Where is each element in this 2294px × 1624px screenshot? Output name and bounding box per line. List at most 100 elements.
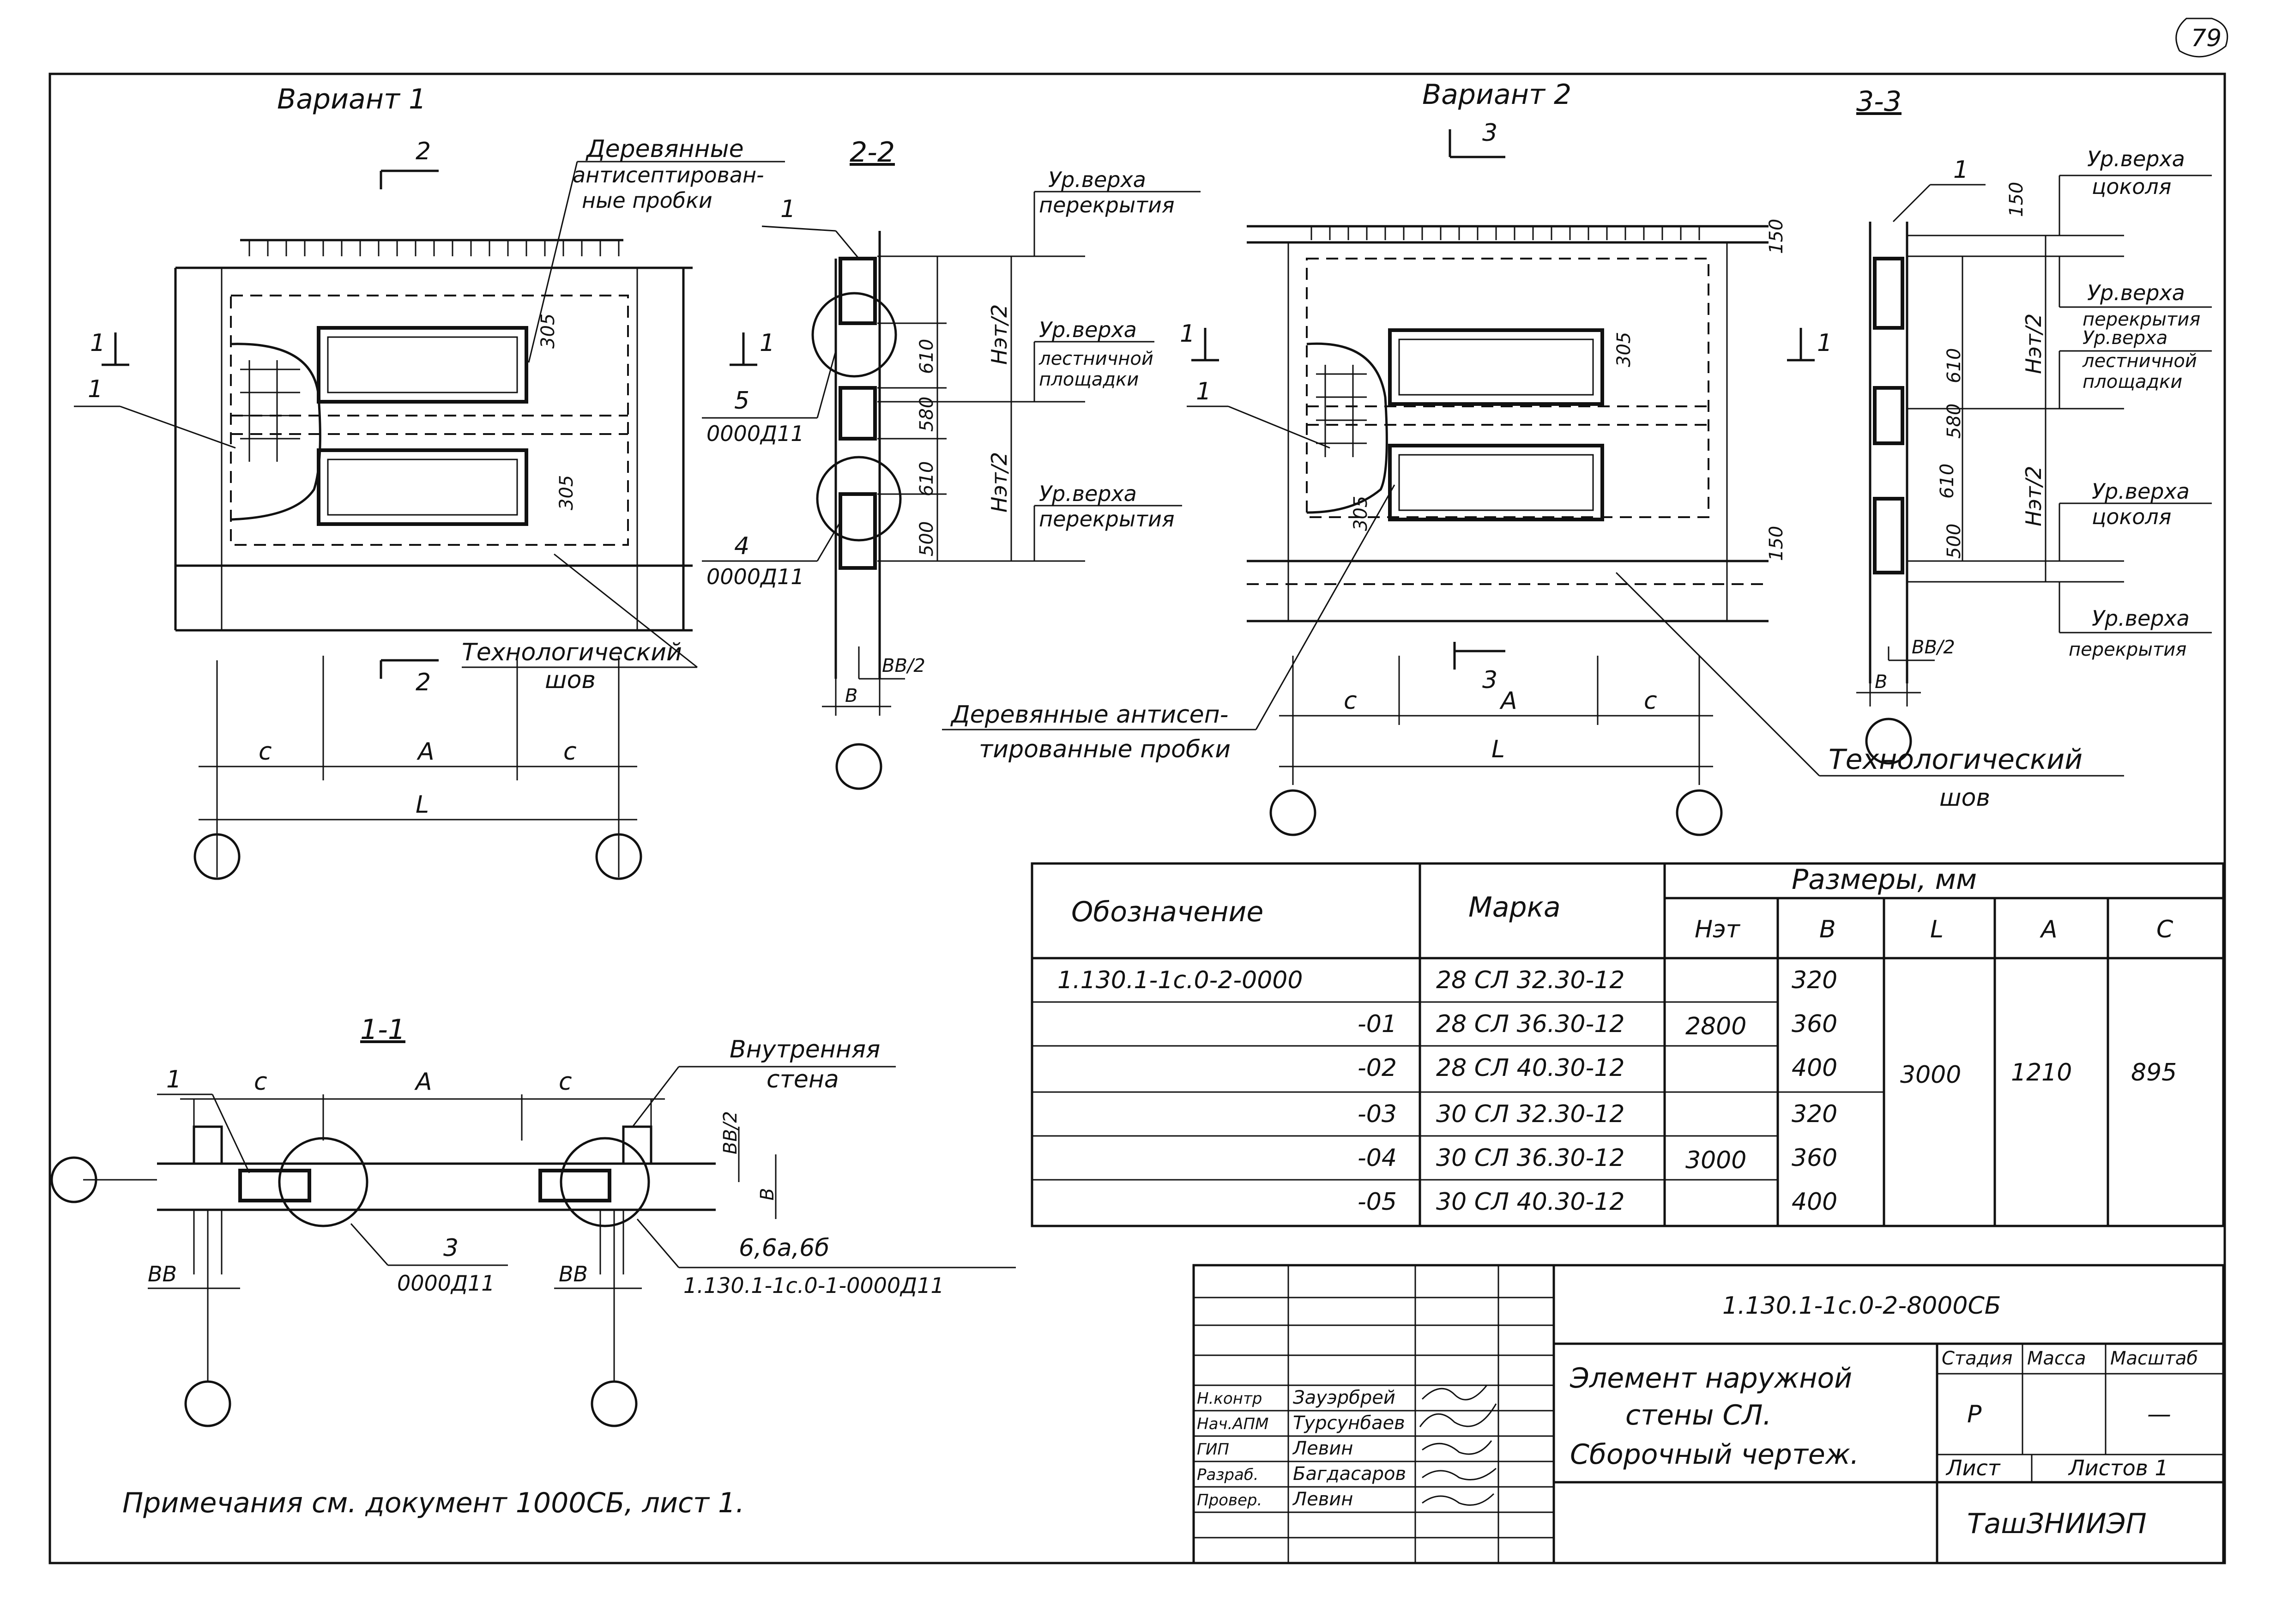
- signer4-role: Провер.: [1197, 1491, 1262, 1509]
- drawing-note: Примечания см. документ 1000СБ, лист 1.: [122, 1487, 744, 1519]
- variant2-dim-305a: 305: [1613, 332, 1635, 367]
- variant1-dim-L: L: [416, 791, 429, 819]
- variant1-pos-1: 1: [88, 375, 103, 403]
- th-h: Нэт: [1695, 916, 1741, 943]
- variant1-cut-1-right: 1: [760, 329, 775, 357]
- row1-b: 360: [1792, 1010, 1837, 1038]
- row0-mark: 28 СЛ 32.30-12: [1436, 966, 1624, 994]
- section33-pos-1: 1: [1953, 156, 1968, 184]
- variant2-dim-c1: c: [1344, 687, 1357, 715]
- section11-dim-BB2: BB/2: [720, 1111, 741, 1154]
- spec-table: Обозначение Марка Размеры, мм Нэт B L A …: [1031, 862, 2225, 1227]
- title-line-3: Сборочный чертеж.: [1570, 1438, 1859, 1471]
- signer3-name: Багдасаров: [1293, 1463, 1406, 1485]
- signature-2: [1422, 1440, 1492, 1455]
- row2-designation: -02: [1358, 1054, 1397, 1082]
- section11-node3-ref: 0000Д11: [397, 1271, 495, 1296]
- th-b: B: [1819, 916, 1836, 943]
- signature-4: [1422, 1493, 1495, 1506]
- section22-lvl2-b: лестничной: [1038, 348, 1153, 369]
- signer0-name: Зауэрбрей: [1293, 1387, 1395, 1408]
- section11-node3: 3: [443, 1234, 459, 1262]
- row5-mark: 30 СЛ 40.30-12: [1436, 1188, 1624, 1216]
- section33-dim-h2b: Нэт/2: [2021, 466, 2046, 526]
- variant2-cut-3-top: 3: [1482, 119, 1497, 147]
- row4-b: 360: [1792, 1144, 1837, 1172]
- variant1-wood-plugs-2: антисептирован-: [573, 163, 764, 187]
- variant2-cut-3-bottom: 3: [1482, 666, 1497, 694]
- signer1-role: Нач.АПМ: [1197, 1415, 1268, 1433]
- section11-inner-wall-2: стена: [767, 1066, 839, 1093]
- section33-title: 3-3: [1856, 85, 1902, 118]
- variant2-dim-305b: 305: [1350, 496, 1371, 531]
- variant1-cut-1-left: 1: [90, 329, 105, 357]
- section22-lvl1-a: Ур.верха: [1048, 167, 1146, 192]
- variant2-pos-1: 1: [1196, 378, 1211, 405]
- row0-b: 320: [1792, 966, 1837, 994]
- th-mark: Марка: [1468, 891, 1561, 924]
- section22-dim-610b: 610: [916, 461, 937, 496]
- section22-dim-BB2: BB/2: [882, 655, 925, 676]
- signer2-name: Левин: [1292, 1438, 1353, 1459]
- section22-node5-ref: 0000Д11: [706, 421, 804, 446]
- signer3-role: Разраб.: [1197, 1466, 1259, 1484]
- variant1-wood-plugs-1: Деревянные: [586, 135, 744, 163]
- section11-dim-BB-left: BB: [148, 1262, 177, 1286]
- section33-dim-B: B: [1875, 671, 1887, 693]
- section11-inner-wall-1: Внутренняя: [730, 1036, 880, 1063]
- a-value: 1210: [2011, 1059, 2072, 1087]
- variant2-elevation: Вариант 2: [942, 78, 2124, 836]
- row4-designation: -04: [1358, 1144, 1397, 1172]
- stage-label: Стадия: [1942, 1348, 2012, 1369]
- variant2-tech-seam-1: Технологический: [1829, 743, 2083, 776]
- section22-dim-h2a: Нэт/2: [987, 304, 1012, 365]
- variant2-cut-1-left: 1: [1180, 320, 1195, 348]
- variant2-dim-L: L: [1491, 736, 1505, 763]
- sheet-number: 79: [2191, 24, 2222, 52]
- variant1-dim-c2: c: [563, 738, 577, 766]
- section22-dim-580: 580: [916, 397, 937, 432]
- section22-lvl3-a: Ур.верха: [1039, 481, 1137, 506]
- section33-dim-610a: 610: [1944, 348, 1965, 383]
- section22-dim-610a: 610: [916, 339, 937, 374]
- section11-dim-BB-right: BB: [559, 1262, 588, 1286]
- section33-lvl3-a: Ур.верха: [2083, 327, 2167, 349]
- section11-node6: 6,6а,6б: [739, 1234, 829, 1262]
- section33-lvl5-a: Ур.верха: [2092, 606, 2190, 631]
- signature-1: [1419, 1403, 1497, 1427]
- section22-node4: 4: [734, 532, 749, 560]
- signer4-name: Левин: [1292, 1489, 1353, 1510]
- signer0-role: Н.контр: [1197, 1389, 1262, 1408]
- variant1-cut-2-bottom: 2: [416, 669, 431, 696]
- section11-title: 1-1: [360, 1014, 405, 1046]
- stage-value: Р: [1967, 1401, 1982, 1428]
- section22-pos-1: 1: [780, 195, 796, 223]
- sheet-frame: [48, 72, 2226, 1564]
- section-1-1: 1-1 c A c 1 Внутренняя стена BB/2 B BB: [50, 1014, 1016, 1427]
- row5-b: 400: [1792, 1188, 1837, 1216]
- row2-b: 400: [1792, 1054, 1837, 1082]
- section22-lvl2-c: площадки: [1039, 369, 1139, 390]
- title-line-2: стены СЛ.: [1625, 1399, 1772, 1431]
- section33-dim-500: 500: [1944, 524, 1965, 559]
- section33-lvl1-a: Ур.верха: [2087, 146, 2185, 171]
- section33-lvl4-a: Ур.верха: [2092, 479, 2190, 504]
- section22-title: 2-2: [850, 136, 895, 169]
- variant2-dim-c2: c: [1644, 687, 1657, 715]
- variant1-dim-305b: 305: [556, 475, 577, 510]
- th-l: L: [1930, 916, 1944, 943]
- scale-value: —: [2147, 1401, 2171, 1428]
- row0-designation: 1.130.1-1с.0-2-0000: [1057, 966, 1303, 994]
- variant2-cut-1-right: 1: [1817, 329, 1832, 357]
- row1-designation: -01: [1358, 1010, 1397, 1038]
- section33-lvl2-a: Ур.верха: [2087, 280, 2185, 305]
- variant1-tech-seam-1: Технологический: [462, 639, 682, 666]
- org-name: ТашЗНИИЭП: [1967, 1508, 2147, 1540]
- sheet-label: Лист: [1945, 1455, 2001, 1480]
- section-3-3: 3-3 1 Ур.верха цоколя Ур.верха перекрыти…: [1766, 85, 2212, 765]
- section11-node6-ref: 1.130.1-1с.0-1-0000Д11: [683, 1273, 944, 1298]
- section22-dim-500: 500: [916, 521, 937, 556]
- section22-node5: 5: [734, 387, 749, 415]
- th-c: C: [2156, 916, 2173, 943]
